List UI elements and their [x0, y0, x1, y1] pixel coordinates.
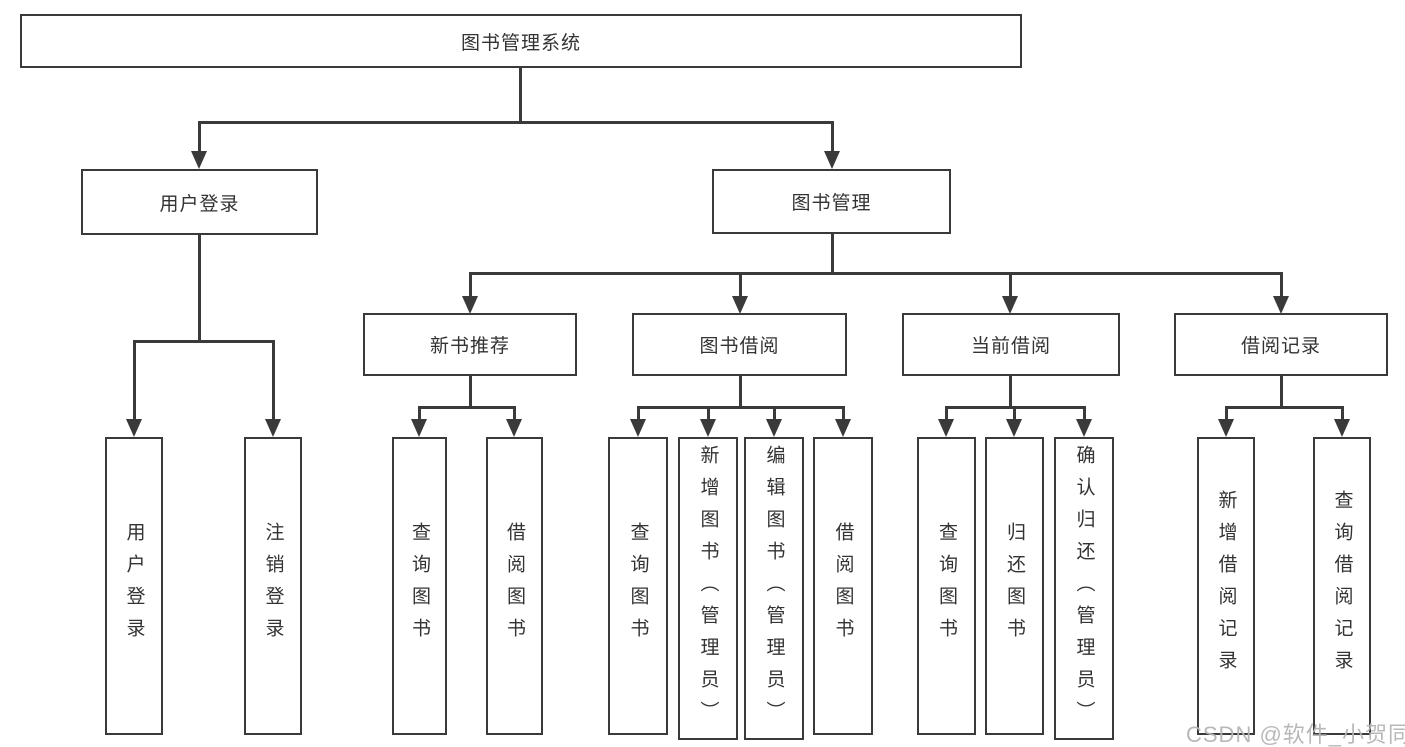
leaf-query-books-borrow: 查询图书 [608, 437, 668, 735]
connector-line [739, 374, 742, 409]
connector-line [469, 272, 1283, 275]
leaf-borrow-books-borrow-label: 借阅图书 [832, 522, 854, 650]
node-new-book-recommend: 新书推荐 [363, 313, 577, 376]
node-book-borrowing-label: 图书借阅 [699, 336, 780, 357]
connector-line [707, 406, 710, 422]
node-user-login-label: 用户登录 [159, 193, 240, 215]
arrow-down-icon [938, 419, 954, 437]
connector-line [1009, 272, 1012, 300]
node-borrow-records: 借阅记录 [1174, 313, 1388, 376]
connector-line [133, 340, 275, 343]
node-current-borrowing: 当前借阅 [902, 313, 1120, 376]
arrow-down-icon [700, 419, 716, 437]
leaf-edit-book-admin-label: 编辑图书（管理员） [763, 444, 785, 733]
node-current-borrowing-label: 当前借阅 [970, 336, 1051, 357]
watermark: CSDN @软件_小贺同学 [1186, 722, 1405, 747]
node-user-login: 用户登录 [81, 169, 318, 235]
arrow-down-icon [506, 419, 522, 437]
connector-line [945, 406, 948, 422]
leaf-add-borrow-record: 新增借阅记录 [1197, 437, 1255, 735]
leaf-add-book-admin-label: 新增图书（管理员） [697, 444, 719, 733]
arrow-down-icon [766, 419, 782, 437]
connector-line [1280, 272, 1283, 300]
node-book-management-label: 图书管理 [791, 193, 872, 214]
arrow-down-icon [462, 296, 478, 314]
arrow-down-icon [265, 419, 281, 437]
leaf-borrow-books-recommend: 借阅图书 [486, 437, 543, 735]
arrow-down-icon [1076, 419, 1092, 437]
arrow-down-icon [835, 419, 851, 437]
leaf-borrow-books-borrow: 借阅图书 [813, 437, 873, 735]
connector-line [133, 340, 136, 421]
arrow-down-icon [126, 419, 142, 437]
node-book-borrowing: 图书借阅 [632, 313, 847, 376]
node-root: 图书管理系统 [20, 14, 1022, 68]
arrow-down-icon [630, 419, 646, 437]
leaf-user-login: 用户登录 [105, 437, 163, 735]
leaf-return-book-label: 归还图书 [1004, 522, 1025, 650]
leaf-query-borrow-record-label: 查询借阅记录 [1331, 490, 1353, 682]
node-new-book-recommend-label: 新书推荐 [429, 336, 510, 357]
connector-line [773, 406, 776, 422]
connector-line [1225, 406, 1228, 422]
arrow-down-icon [191, 151, 207, 169]
connector-line [637, 406, 640, 422]
leaf-query-books-current: 查询图书 [917, 437, 976, 735]
leaf-query-borrow-record: 查询借阅记录 [1313, 437, 1371, 735]
connector-line [739, 272, 742, 300]
leaf-edit-book-admin: 编辑图书（管理员） [744, 437, 804, 740]
arrow-down-icon [1002, 296, 1018, 314]
connector-line [1280, 374, 1283, 409]
connector-line [519, 66, 522, 123]
leaf-add-book-admin: 新增图书（管理员） [678, 437, 738, 740]
arrow-down-icon [824, 151, 840, 169]
connector-line [513, 406, 516, 422]
arrow-down-icon [1218, 419, 1234, 437]
leaf-user-login-label: 用户登录 [123, 522, 145, 650]
connector-line [831, 232, 834, 275]
arrow-down-icon [732, 296, 748, 314]
connector-line [831, 121, 834, 157]
arrow-down-icon [411, 419, 427, 437]
connector-line [469, 374, 472, 409]
node-book-management: 图书管理 [712, 169, 951, 234]
connector-line [198, 121, 201, 157]
leaf-query-books-recommend-label: 查询图书 [409, 522, 430, 650]
leaf-return-book: 归还图书 [985, 437, 1044, 735]
leaf-logout-label: 注销登录 [262, 522, 284, 650]
connector-line [1083, 406, 1086, 422]
connector-line [1013, 406, 1016, 422]
leaf-add-borrow-record-label: 新增借阅记录 [1215, 490, 1237, 682]
connector-line [1009, 374, 1012, 409]
connector-line [198, 121, 834, 124]
connector-line [198, 233, 201, 343]
arrow-down-icon [1334, 419, 1350, 437]
connector-line [637, 406, 845, 409]
connector-line [1225, 406, 1344, 409]
leaf-query-books-borrow-label: 查询图书 [627, 522, 649, 650]
leaf-query-books-current-label: 查询图书 [936, 522, 957, 650]
node-borrow-records-label: 借阅记录 [1240, 336, 1321, 357]
connector-line [418, 406, 516, 409]
node-root-label: 图书管理系统 [460, 32, 581, 54]
leaf-logout: 注销登录 [244, 437, 302, 735]
leaf-confirm-return-admin-label: 确认归还（管理员） [1073, 444, 1095, 733]
arrow-down-icon [1273, 296, 1289, 314]
connector-line [418, 406, 421, 422]
connector-line [1341, 406, 1344, 422]
arrow-down-icon [1006, 419, 1022, 437]
leaf-borrow-books-recommend-label: 借阅图书 [504, 522, 525, 650]
connector-line [842, 406, 845, 422]
leaf-query-books-recommend: 查询图书 [392, 437, 447, 735]
connector-line [469, 272, 472, 300]
leaf-confirm-return-admin: 确认归还（管理员） [1054, 437, 1114, 740]
connector-line [272, 340, 275, 421]
